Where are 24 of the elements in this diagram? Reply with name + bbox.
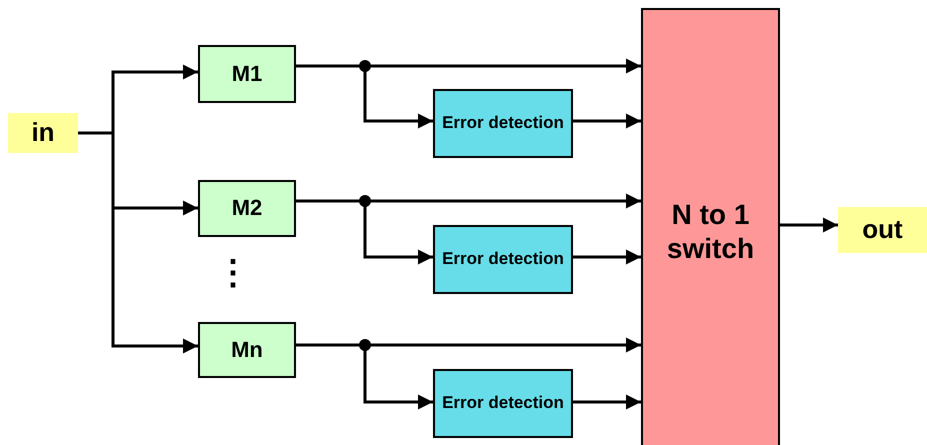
- node-label: in: [30, 117, 56, 149]
- module-box: [198, 180, 296, 237]
- ellipsis-label: ⋮: [216, 256, 250, 290]
- arrow: [780, 218, 838, 232]
- arrow: [573, 394, 641, 410]
- node-label: M2: [230, 195, 264, 222]
- io-label: [838, 207, 927, 253]
- node-label: Error detection: [441, 249, 565, 270]
- arrow: [573, 250, 641, 264]
- process-box: [433, 369, 573, 438]
- node-label: out: [861, 214, 904, 246]
- node-label: Error detection: [441, 393, 565, 414]
- process-box: [433, 89, 573, 158]
- node-label: N to 1 switch: [666, 198, 756, 266]
- arrow: [573, 114, 641, 128]
- arrow: [78, 132, 198, 354]
- switch-box: [641, 8, 780, 445]
- node-label: Error detection: [441, 113, 565, 134]
- node-label: M1: [230, 60, 264, 88]
- module-box: [198, 45, 296, 103]
- module-box: [198, 322, 296, 378]
- process-box: [433, 225, 573, 294]
- node-label: Mn: [230, 336, 264, 364]
- io-label: [8, 113, 78, 153]
